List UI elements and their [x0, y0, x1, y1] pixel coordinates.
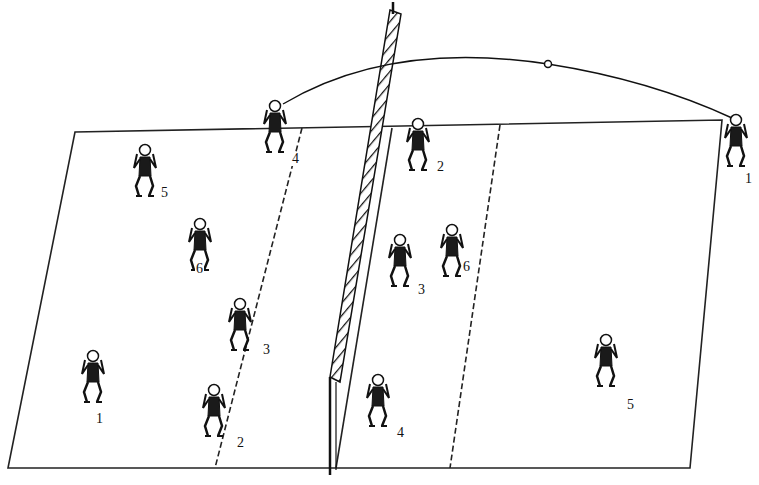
player-arms — [134, 154, 156, 168]
player-legs — [369, 406, 386, 426]
attack-line — [450, 125, 500, 468]
player-body — [194, 231, 206, 250]
player-number: 3 — [262, 343, 271, 357]
player-body — [372, 387, 384, 406]
player-head — [270, 101, 281, 112]
player-feet — [84, 401, 102, 403]
player-feet — [727, 165, 745, 167]
player-legs — [409, 150, 426, 170]
player-arms — [725, 124, 747, 138]
player-body — [269, 113, 281, 132]
player-arms — [389, 244, 411, 258]
player-feet — [443, 275, 461, 277]
player-legs — [391, 266, 408, 286]
player-body — [87, 363, 99, 382]
player-number: 5 — [160, 186, 169, 200]
player-arms — [407, 128, 429, 142]
net-post — [392, 2, 395, 14]
player-body — [446, 237, 458, 256]
player-number: 2 — [236, 436, 245, 450]
player-head — [88, 351, 99, 362]
player-legs — [231, 330, 248, 350]
player-figure — [264, 101, 286, 153]
ball-trajectory — [283, 57, 732, 118]
player-number: 4 — [291, 152, 300, 166]
player-figure — [725, 115, 747, 167]
player-legs — [266, 132, 283, 152]
player-body — [600, 347, 612, 366]
player-head — [731, 115, 742, 126]
player-figure — [441, 225, 463, 277]
player-figure — [229, 299, 251, 351]
player-arms — [189, 228, 211, 242]
ball — [545, 61, 552, 68]
players — [82, 101, 747, 437]
player-head — [209, 385, 220, 396]
player-number: 4 — [396, 426, 405, 440]
player-arms — [367, 384, 389, 398]
player-figure — [82, 351, 104, 403]
player-legs — [443, 256, 460, 276]
player-feet — [136, 195, 154, 197]
player-feet — [205, 435, 223, 437]
player-number: 6 — [195, 262, 204, 276]
player-number: 3 — [417, 283, 426, 297]
player-figure — [134, 145, 156, 197]
player-head — [601, 335, 612, 346]
player-arms — [441, 234, 463, 248]
player-figure — [367, 375, 389, 427]
player-head — [413, 119, 424, 130]
player-arms — [264, 110, 286, 124]
attack-line — [215, 128, 302, 468]
player-head — [373, 375, 384, 386]
player-head — [395, 235, 406, 246]
player-feet — [409, 169, 427, 171]
player-head — [140, 145, 151, 156]
player-arms — [595, 344, 617, 358]
player-body — [412, 131, 424, 150]
player-figure — [203, 385, 225, 437]
player-number: 1 — [95, 412, 104, 426]
player-arms — [82, 360, 104, 374]
player-figure — [389, 235, 411, 287]
player-figure — [407, 119, 429, 171]
player-feet — [597, 385, 615, 387]
player-body — [394, 247, 406, 266]
player-number: 5 — [626, 398, 635, 412]
player-feet — [369, 425, 387, 427]
player-body — [208, 397, 220, 416]
player-body — [234, 311, 246, 330]
net-post — [329, 377, 332, 475]
player-number: 6 — [462, 260, 471, 274]
player-head — [235, 299, 246, 310]
player-body — [139, 157, 151, 176]
player-legs — [84, 382, 101, 402]
player-feet — [266, 151, 284, 153]
net — [330, 2, 401, 475]
player-feet — [231, 349, 249, 351]
player-legs — [136, 176, 153, 196]
player-head — [195, 219, 206, 230]
player-number: 2 — [436, 160, 445, 174]
player-number: 1 — [744, 172, 753, 186]
player-figure — [595, 335, 617, 387]
player-arms — [203, 394, 225, 408]
player-legs — [205, 416, 222, 436]
player-feet — [391, 285, 409, 287]
player-body — [730, 127, 742, 146]
net-mesh — [330, 10, 401, 382]
player-arms — [229, 308, 251, 322]
net-post — [335, 382, 336, 470]
player-legs — [597, 366, 614, 386]
player-head — [447, 225, 458, 236]
player-legs — [727, 146, 744, 166]
